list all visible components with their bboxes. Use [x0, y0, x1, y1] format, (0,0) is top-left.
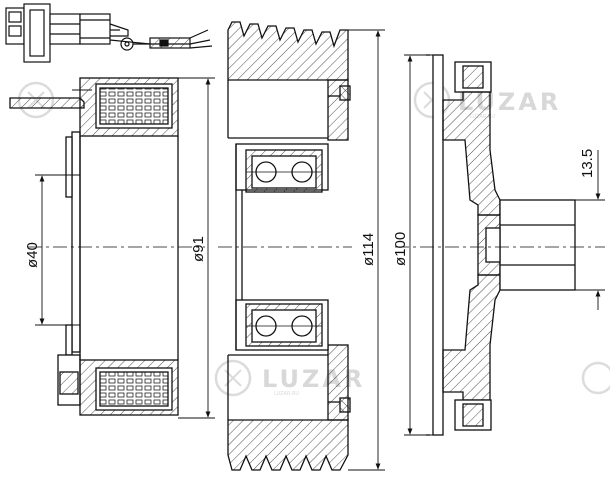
dim-hub-plate: ø100 — [392, 232, 409, 266]
dim-pulley: ø114 — [360, 233, 377, 266]
dim-coil-outer: ø91 — [190, 236, 207, 262]
dim-coil-inner: ø40 — [24, 242, 41, 268]
watermark-brand-2: LUZAR — [262, 365, 365, 393]
watermark-sub-2: LUZAR.RU — [274, 391, 299, 397]
watermark-bottom: LUZAR LUZAR.RU — [214, 359, 610, 397]
hub-plate-assembly — [426, 54, 576, 436]
pulley-assembly — [227, 21, 351, 471]
wire-connector — [5, 3, 213, 63]
dim-hub-step: 13.5 — [579, 149, 596, 178]
coil-assembly — [9, 77, 179, 416]
dimension-lines — [35, 29, 605, 471]
